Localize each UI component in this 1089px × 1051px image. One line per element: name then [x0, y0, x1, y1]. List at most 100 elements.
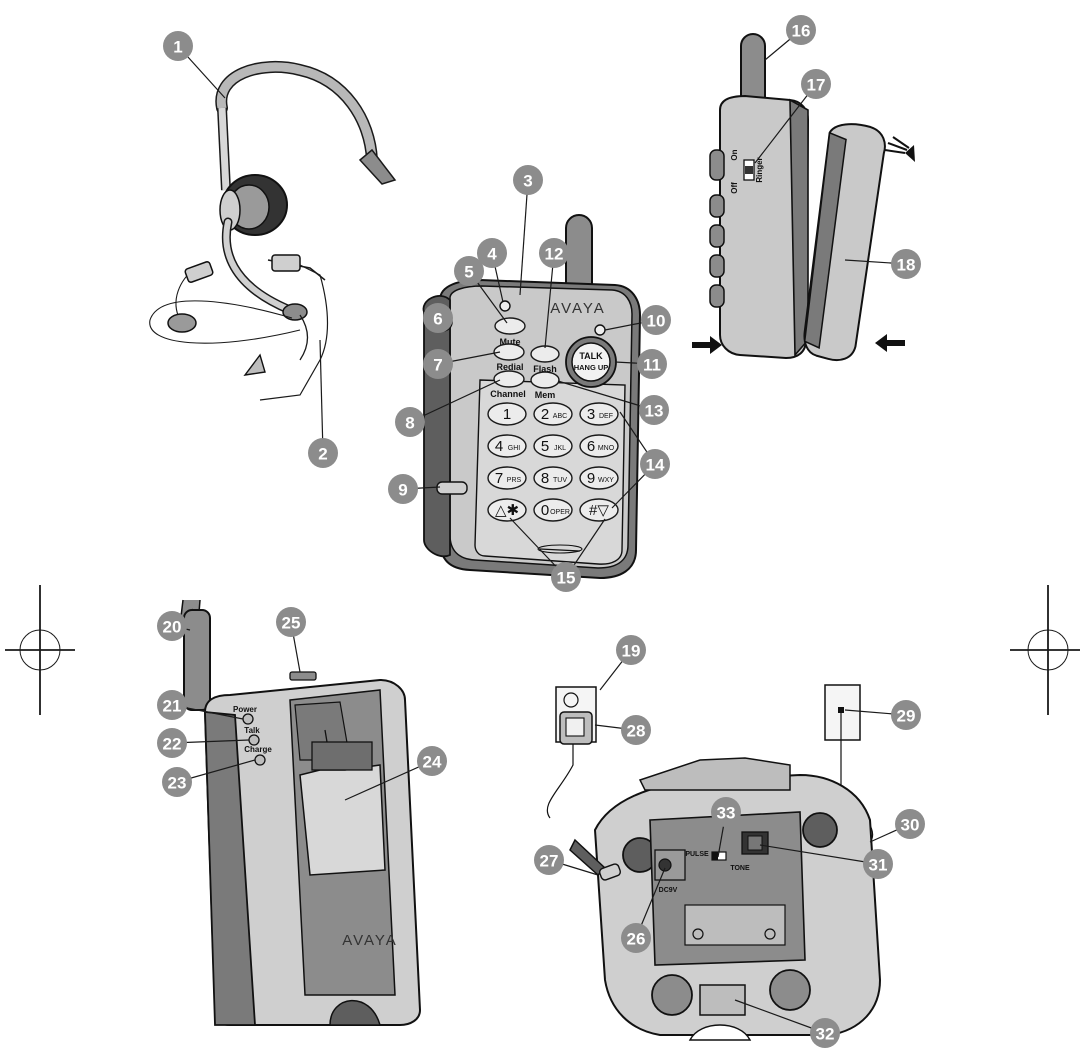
- callout-number: 31: [869, 856, 888, 875]
- keypad-key-letters: PRS: [507, 477, 522, 484]
- base-charger-illustration: AVAYA Power Talk Charge: [180, 600, 420, 1025]
- callout-number: 6: [433, 310, 442, 329]
- callout-30: 30: [895, 809, 925, 839]
- keypad-key[interactable]: 1: [488, 403, 526, 425]
- callout-14: 14: [640, 449, 670, 479]
- talk-hangup-button[interactable]: TALK HANG UP: [566, 337, 616, 387]
- callout-16: 16: [786, 15, 816, 45]
- registration-mark-right: [1010, 585, 1080, 715]
- callout-6: 6: [423, 303, 453, 333]
- keypad-key-main: 1: [503, 406, 511, 423]
- keypad-key-letters: MNO: [598, 445, 615, 452]
- keypad-key-letters: OPER: [550, 509, 570, 516]
- callout-25: 25: [276, 607, 306, 637]
- callout-2: 2: [308, 438, 338, 468]
- power-led-label: Power: [233, 705, 257, 714]
- callout-27: 27: [534, 845, 564, 875]
- callout-number: 17: [807, 76, 826, 95]
- channel-label: Channel: [490, 389, 526, 399]
- keypad-key-main: 9: [587, 470, 595, 487]
- keypad-key-letters: DEF: [599, 413, 613, 420]
- talk-label: TALK: [579, 351, 603, 361]
- keypad-key-main: 2: [541, 406, 549, 423]
- callout-15: 15: [551, 562, 581, 592]
- callout-23: 23: [162, 767, 192, 797]
- callout-12: 12: [539, 238, 569, 268]
- callout-29: 29: [891, 700, 921, 730]
- base-underside-illustration: PULSE TONE DC9V: [547, 685, 880, 1040]
- ringer-off-label: Off: [730, 182, 739, 194]
- ringer-on-label: On: [730, 149, 739, 160]
- keypad-key-main: 0: [541, 502, 549, 519]
- callout-number: 4: [487, 245, 497, 264]
- keypad-key-main: 7: [495, 470, 503, 487]
- headset-illustration: [150, 67, 395, 400]
- callout-19: 19: [616, 635, 646, 665]
- callout-number: 27: [540, 852, 559, 871]
- keypad-key-main: 3: [587, 406, 595, 423]
- keypad-key-letters: GHI: [508, 445, 521, 452]
- callout-13: 13: [639, 395, 669, 425]
- callout-number: 3: [523, 172, 532, 191]
- callout-21: 21: [157, 690, 187, 720]
- callout-1: 1: [163, 31, 193, 61]
- callout-number: 13: [645, 402, 664, 421]
- callout-3: 3: [513, 165, 543, 195]
- base-brand-logo: AVAYA: [342, 932, 398, 949]
- keypad-key-letters: JKL: [554, 445, 566, 452]
- callout-number: 26: [627, 930, 646, 949]
- mem-label: Mem: [535, 390, 556, 400]
- callout-5: 5: [454, 256, 484, 286]
- dc-label: DC9V: [659, 887, 678, 894]
- callout-20: 20: [157, 611, 187, 641]
- flash-button[interactable]: Flash: [531, 346, 559, 374]
- callout-22: 22: [157, 728, 187, 758]
- handset-brand-logo: AVAYA: [550, 300, 606, 317]
- callout-number: 11: [643, 356, 661, 375]
- keypad-key[interactable]: 7 PRS: [488, 467, 526, 489]
- callout-number: 23: [168, 774, 187, 793]
- callout-number: 33: [717, 804, 736, 823]
- callout-number: 22: [163, 735, 182, 754]
- callout-number: 8: [405, 414, 414, 433]
- keypad-key-main: 6: [587, 438, 595, 455]
- callout-24: 24: [417, 746, 447, 776]
- keypad-key-letters: TUV: [553, 477, 567, 484]
- callout-number: 29: [897, 707, 916, 726]
- keypad-key[interactable]: #▽: [580, 499, 618, 521]
- callout-7: 7: [423, 349, 453, 379]
- callout-26: 26: [621, 923, 651, 953]
- callout-31: 31: [863, 849, 893, 879]
- callout-number: 32: [816, 1025, 835, 1044]
- keypad-key-main: 4: [495, 438, 503, 455]
- keypad-key[interactable]: 4 GHI: [488, 435, 526, 457]
- callout-number: 14: [646, 456, 665, 475]
- redial-button[interactable]: Redial: [494, 344, 524, 372]
- keypad-key-letters: WXY: [598, 477, 614, 484]
- callout-number: 5: [464, 263, 473, 282]
- callout-28: 28: [621, 715, 651, 745]
- mem-button[interactable]: Mem: [531, 372, 559, 400]
- callout-number: 24: [423, 753, 442, 772]
- keypad-key[interactable]: 3 DEF: [580, 403, 618, 425]
- keypad-key-main: △✱: [495, 502, 519, 519]
- keypad-key-main: #▽: [589, 502, 609, 519]
- keypad-key[interactable]: △✱: [488, 499, 526, 521]
- callout-10: 10: [641, 305, 671, 335]
- callout-number: 28: [627, 722, 646, 741]
- callout-number: 7: [433, 356, 442, 375]
- callout-9: 9: [388, 474, 418, 504]
- tone-label: TONE: [730, 865, 750, 872]
- registration-mark-left: [5, 585, 75, 715]
- pulse-label: PULSE: [685, 851, 709, 858]
- talk-led-label: Talk: [244, 726, 260, 735]
- callout-number: 12: [545, 245, 564, 264]
- callout-number: 21: [163, 697, 182, 716]
